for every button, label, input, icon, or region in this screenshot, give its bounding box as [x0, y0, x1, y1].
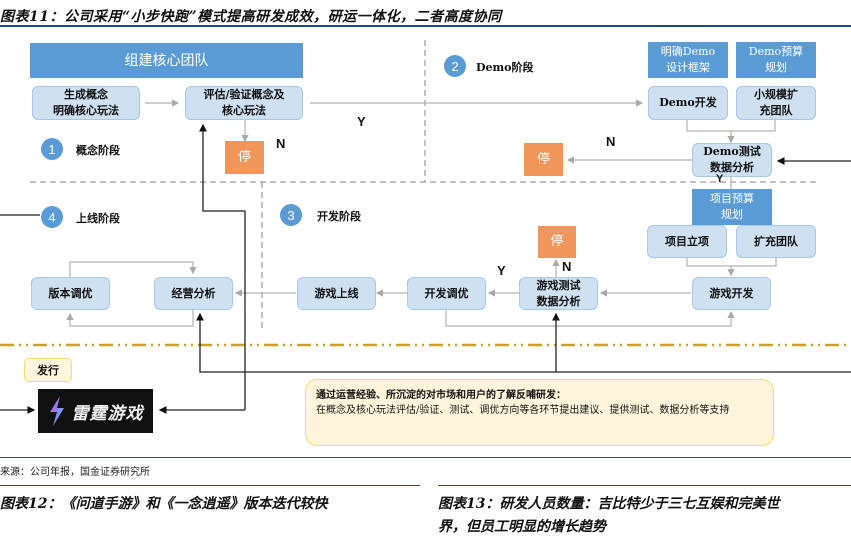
- ops-analysis-node: 经营分析: [154, 277, 233, 310]
- project-setup-node: 项目立项: [647, 225, 727, 258]
- game-launch-node: 游戏上线: [297, 277, 376, 310]
- project-budget-node: 项目预算 规划: [692, 189, 772, 225]
- generate-concept-node: 生成概念 明确核心玩法: [32, 86, 140, 120]
- stage-1-label: 概念阶段: [76, 144, 120, 157]
- decision-y-1: Y: [357, 114, 366, 129]
- ops-feedback-note: 通过运营经验、所沉淀的对市场和用户的了解反哺研发： 在概念及核心玩法评估/验证、…: [305, 379, 774, 446]
- stop-node-3: 停: [538, 226, 576, 258]
- bottom-rule: [0, 457, 851, 458]
- title-rule: [0, 25, 851, 27]
- stage-2-label: Demo阶段: [476, 61, 534, 74]
- evaluate-concept-node: 评估/验证概念及 核心玩法: [185, 86, 303, 120]
- stage-1-badge: 1: [41, 138, 63, 160]
- stage-dividers: [30, 40, 820, 330]
- decision-y-3: Y: [497, 263, 506, 278]
- game-dev-node: 游戏开发: [692, 277, 771, 310]
- caption-rule-right: [438, 485, 851, 486]
- lightning-icon: [49, 396, 64, 426]
- publish-label: 发行: [24, 358, 72, 382]
- caption-rule-left: [0, 485, 420, 486]
- leiting-games-logo: 雷霆游戏: [38, 389, 153, 433]
- source-note: 来源：公司年报，国金证券研究所: [0, 467, 150, 478]
- figure-12-caption: 图表12：《问道手游》和《一念逍遥》版本迭代较快: [0, 496, 328, 512]
- logo-text: 雷霆游戏: [71, 403, 144, 423]
- stage-2-badge: 2: [444, 55, 466, 77]
- stop-node-1: 停: [225, 141, 264, 174]
- figure-title: 图表11：公司采用“小步快跑”模式提高研发成效，研运一体化，二者高度协同: [0, 9, 502, 25]
- demo-dev-node: Demo开发: [648, 86, 728, 120]
- game-test-node: 游戏测试 数据分析: [519, 277, 598, 310]
- note-body: 在概念及核心玩法评估/验证、测试、调优方向等各环节提出建议、提供测试、数据分析等…: [316, 405, 730, 416]
- figure-13-caption-line2: 界，但员工明显的增长趋势: [438, 519, 606, 535]
- decision-n-1: N: [276, 136, 286, 151]
- decision-y-2: Y: [716, 173, 724, 185]
- version-tune-node: 版本调优: [31, 277, 110, 310]
- stage-4-badge: 4: [41, 206, 63, 228]
- stop-node-2: 停: [524, 143, 563, 176]
- decision-n-3: N: [562, 259, 572, 274]
- build-team-header: 组建核心团队: [30, 43, 303, 78]
- stage-3-label: 开发阶段: [317, 210, 361, 223]
- demo-test-node: Demo测试 数据分析: [692, 143, 772, 177]
- stage-4-label: 上线阶段: [76, 212, 120, 225]
- decision-n-2: N: [606, 134, 616, 149]
- expand-team-node: 扩充团队: [736, 225, 816, 258]
- demo-budget-node: Demo预算 规划: [736, 42, 816, 78]
- note-heading: 通过运营经验、所沉淀的对市场和用户的了解反哺研发：: [316, 390, 566, 401]
- stage-3-badge: 3: [280, 204, 302, 226]
- figure-13-caption-line1: 图表13：研发人员数量：吉比特少于三七互娱和完美世: [438, 496, 780, 512]
- dev-tune-node: 开发调优: [407, 277, 486, 310]
- define-demo-node: 明确Demo 设计框架: [648, 42, 728, 78]
- small-expand-node: 小规模扩 充团队: [736, 86, 816, 120]
